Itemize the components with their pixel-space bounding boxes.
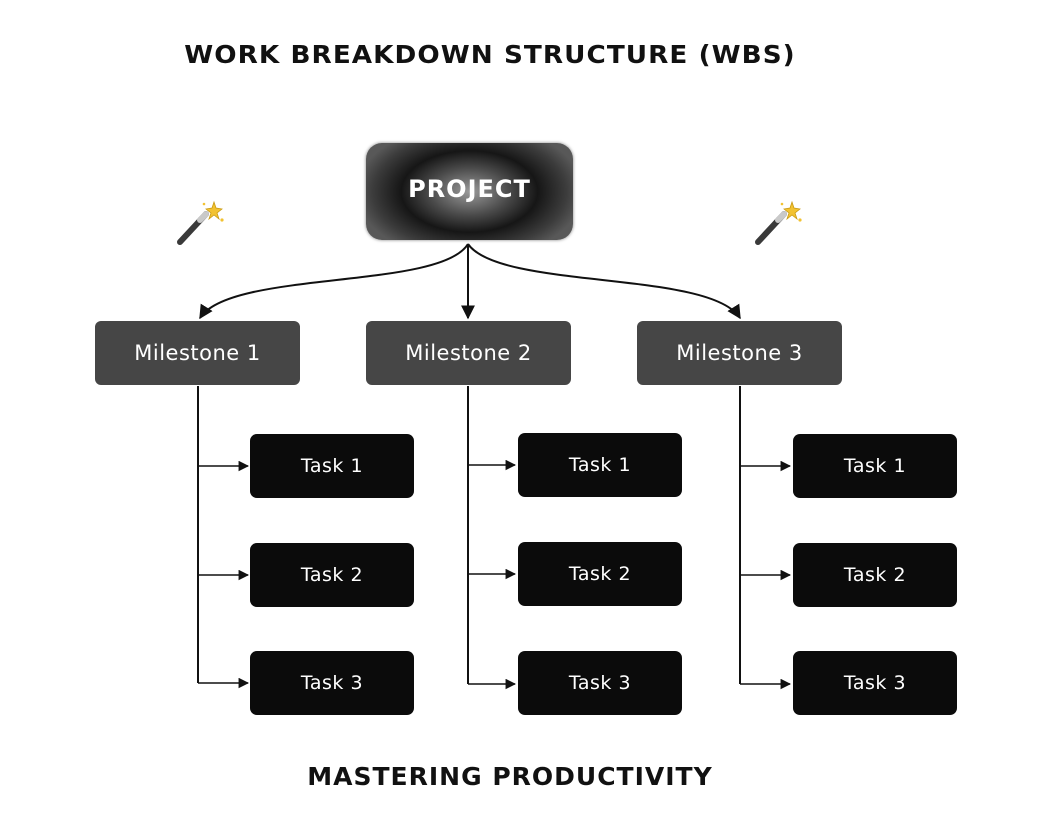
magic-wand-icon [177, 200, 224, 245]
task-node-m3-2: Task 2 [793, 543, 957, 607]
footer-caption: MASTERING PRODUCTIVITY [307, 762, 713, 791]
diagram-title: WORK BREAKDOWN STRUCTURE (WBS) [184, 40, 796, 69]
task-label: Task 3 [568, 672, 632, 694]
task-node-m2-2: Task 2 [518, 542, 682, 606]
task-node-m3-1: Task 1 [793, 434, 957, 498]
task-node-m1-1: Task 1 [250, 434, 414, 498]
task-node-m1-2: Task 2 [250, 543, 414, 607]
connector-project-milestone-3 [467, 243, 741, 320]
task-label: Task 2 [568, 563, 632, 585]
task-node-m3-3: Task 3 [793, 651, 957, 715]
task-node-m2-1: Task 1 [518, 433, 682, 497]
task-label: Task 2 [300, 564, 364, 586]
milestone-node-2: Milestone 2 [366, 321, 571, 385]
milestone-node-3: Milestone 3 [637, 321, 842, 385]
project-label: PROJECT [408, 174, 531, 203]
milestone-label: Milestone 2 [405, 341, 532, 365]
task-label: Task 1 [568, 454, 632, 476]
task-label: Task 3 [843, 672, 907, 694]
task-node-m1-3: Task 3 [250, 651, 414, 715]
task-label: Task 1 [300, 455, 364, 477]
task-label: Task 1 [843, 455, 907, 477]
milestone-node-1: Milestone 1 [95, 321, 300, 385]
milestone-label: Milestone 1 [134, 341, 261, 365]
connector-project-milestone-1 [199, 243, 469, 320]
task-node-m2-3: Task 3 [518, 651, 682, 715]
project-node: PROJECT [366, 143, 573, 240]
magic-wand-icon [755, 200, 802, 245]
task-label: Task 2 [843, 564, 907, 586]
task-label: Task 3 [300, 672, 364, 694]
milestone-label: Milestone 3 [676, 341, 803, 365]
